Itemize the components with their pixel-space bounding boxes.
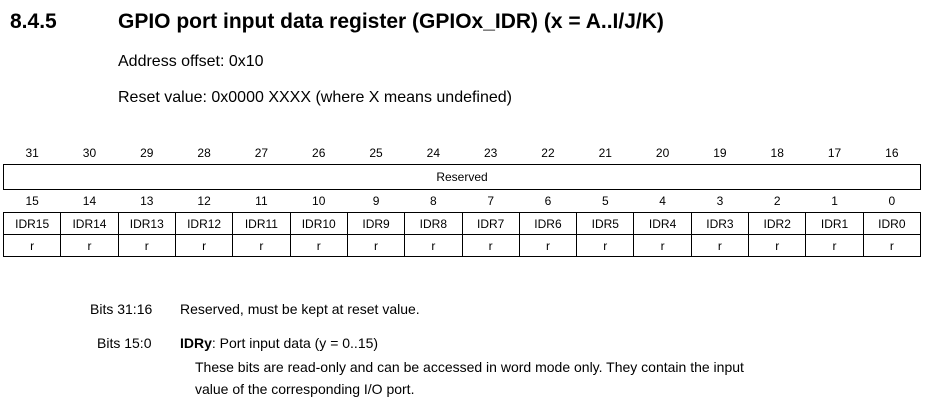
field-name: IDR3 — [690, 212, 750, 235]
bit-number: 21 — [598, 146, 612, 160]
bit-number: 26 — [312, 146, 326, 160]
bit-number: 5 — [601, 194, 609, 208]
reserved-field: Reserved — [3, 164, 921, 190]
bit-number: 11 — [255, 194, 268, 208]
access-type: r — [805, 234, 864, 257]
access-type: r — [174, 234, 234, 257]
access-type: r — [404, 234, 463, 257]
bit-number: 15 — [25, 194, 39, 208]
field-name: IDR2 — [748, 212, 807, 235]
bits-31-16-label: Bits 31:16 — [90, 301, 153, 317]
bits-15-0-detail-line-2: value of the corresponding I/O port. — [195, 381, 415, 397]
access-type: r — [117, 234, 176, 257]
bits-31-16-description: Reserved, must be kept at reset value. — [180, 301, 420, 317]
field-name: IDR13 — [117, 212, 176, 235]
bit-number: 13 — [140, 194, 154, 208]
field-name: IDR7 — [461, 212, 520, 235]
bit-number: 29 — [140, 146, 154, 160]
access-type: r — [518, 234, 578, 257]
field-name: IDR14 — [60, 212, 119, 235]
access-type: r — [690, 234, 750, 257]
access-type: r — [60, 234, 119, 257]
bit-number: 1 — [831, 194, 838, 208]
bit-number: 17 — [827, 146, 842, 160]
bit-number: 30 — [82, 146, 97, 160]
reserved-row: Reserved — [3, 164, 921, 190]
bit-number: 22 — [541, 146, 555, 160]
section-number: 8.4.5 — [10, 10, 57, 33]
field-name: IDR6 — [518, 212, 578, 235]
bit-number: 28 — [197, 146, 211, 160]
field-name: IDR8 — [404, 212, 463, 235]
bit-number: 23 — [483, 146, 498, 160]
field-name: IDR9 — [346, 212, 406, 235]
access-type: r — [346, 234, 406, 257]
bits-15-0-summary-text: : Port input data (y = 0..15) — [211, 335, 379, 351]
bit-number: 24 — [426, 146, 441, 160]
bit-number: 8 — [430, 194, 437, 208]
section-title: GPIO port input data register (GPIOx_IDR… — [118, 10, 664, 33]
access-type: r — [232, 234, 291, 257]
bit-number: 16 — [885, 146, 899, 160]
bits-15-0-label: Bits 15:0 — [97, 335, 152, 351]
access-type: r — [633, 234, 692, 257]
bit-number: 31 — [25, 146, 39, 160]
access-type: r — [576, 234, 635, 257]
field-name: IDR11 — [232, 212, 291, 235]
bit-number: 2 — [773, 194, 781, 208]
bits-15-0-summary: IDRy: Port input data (y = 0..15) — [180, 335, 378, 351]
field-name: IDR15 — [2, 212, 62, 235]
bit-number: 10 — [312, 194, 326, 208]
access-type: r — [748, 234, 807, 257]
bit-number: 20 — [655, 146, 670, 160]
access-type: r — [461, 234, 520, 257]
access-type: r — [2, 234, 62, 257]
bits-15-0-detail-line-1: These bits are read-only and can be acce… — [195, 359, 744, 375]
bit-number: 12 — [197, 194, 211, 208]
field-name: IDR1 — [805, 212, 864, 235]
bit-number: 9 — [372, 194, 380, 208]
bit-number: 7 — [487, 194, 494, 208]
access-type: r — [862, 234, 922, 257]
field-name: IDR12 — [174, 212, 234, 235]
reset-value: Reset value: 0x0000 XXXX (where X means … — [118, 89, 513, 106]
upper-bit-numbers-row: 31 30 29 28 27 26 25 24 23 22 21 20 19 18 17 16 — [4, 142, 921, 165]
bit-number: 6 — [544, 194, 552, 208]
field-name-idry: IDRy — [180, 335, 212, 351]
bit-number: 3 — [716, 194, 724, 208]
field-name: IDR4 — [633, 212, 692, 235]
field-name: IDR5 — [576, 212, 635, 235]
access-type: r — [289, 234, 348, 257]
bit-number: 27 — [254, 146, 269, 160]
bit-number: 0 — [888, 194, 896, 208]
bit-number: 25 — [369, 146, 383, 160]
bit-number: 18 — [770, 146, 784, 160]
bit-number: 19 — [713, 146, 727, 160]
address-offset: Address offset: 0x10 — [118, 53, 264, 70]
bit-number: 4 — [659, 194, 666, 208]
field-name: IDR10 — [289, 212, 348, 235]
bit-number: 14 — [82, 194, 97, 208]
field-name: IDR0 — [862, 212, 922, 235]
